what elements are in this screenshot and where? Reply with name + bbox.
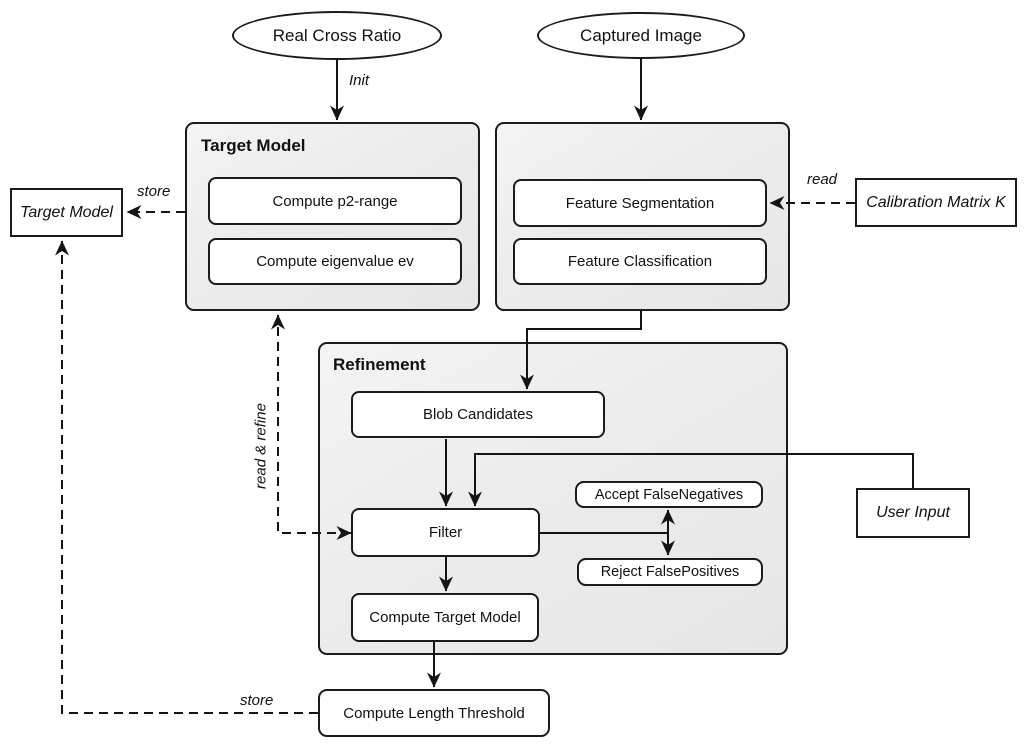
group-refinement: Refinement Blob Candidates Filter Comput… — [318, 342, 788, 655]
box-accept-false-negatives: Accept FalseNegatives — [575, 481, 763, 508]
group-target-model: Target Model Compute p2-range Compute ei… — [185, 122, 480, 311]
box-compute-length-threshold: Compute Length Threshold — [318, 689, 550, 737]
edge-label-init: Init — [349, 72, 370, 89]
edge-label-read-and-refine: read & refine — [252, 403, 270, 489]
box-compute-eigenvalue-ev: Compute eigenvalue ev — [208, 238, 462, 285]
ellipse-real-cross-ratio: Real Cross Ratio — [232, 11, 442, 60]
box-blob-candidates: Blob Candidates — [351, 391, 605, 438]
box-user-input: User Input — [856, 488, 970, 538]
edge-label-store-bottom: store — [240, 692, 274, 709]
box-target-model-store: Target Model — [10, 188, 123, 237]
box-compute-target-model: Compute Target Model — [351, 593, 539, 642]
group-target-model-title: Target Model — [201, 136, 306, 155]
ellipse-captured-image: Captured Image — [537, 12, 745, 59]
box-compute-p2-range: Compute p2-range — [208, 177, 462, 225]
group-refinement-title: Refinement — [333, 355, 426, 374]
box-filter: Filter — [351, 508, 540, 557]
box-feature-segmentation: Feature Segmentation — [513, 179, 767, 227]
box-reject-false-positives: Reject FalsePositives — [577, 558, 763, 586]
edge-store-bottom-dashed-arrow — [55, 240, 318, 714]
group-features: Feature Segmentation Feature Classificat… — [495, 122, 790, 311]
box-calibration-matrix-k: Calibration Matrix K — [855, 178, 1017, 227]
edge-label-store-top: store — [137, 183, 171, 200]
edge-label-read: read — [807, 171, 838, 188]
box-feature-classification: Feature Classification — [513, 238, 767, 285]
